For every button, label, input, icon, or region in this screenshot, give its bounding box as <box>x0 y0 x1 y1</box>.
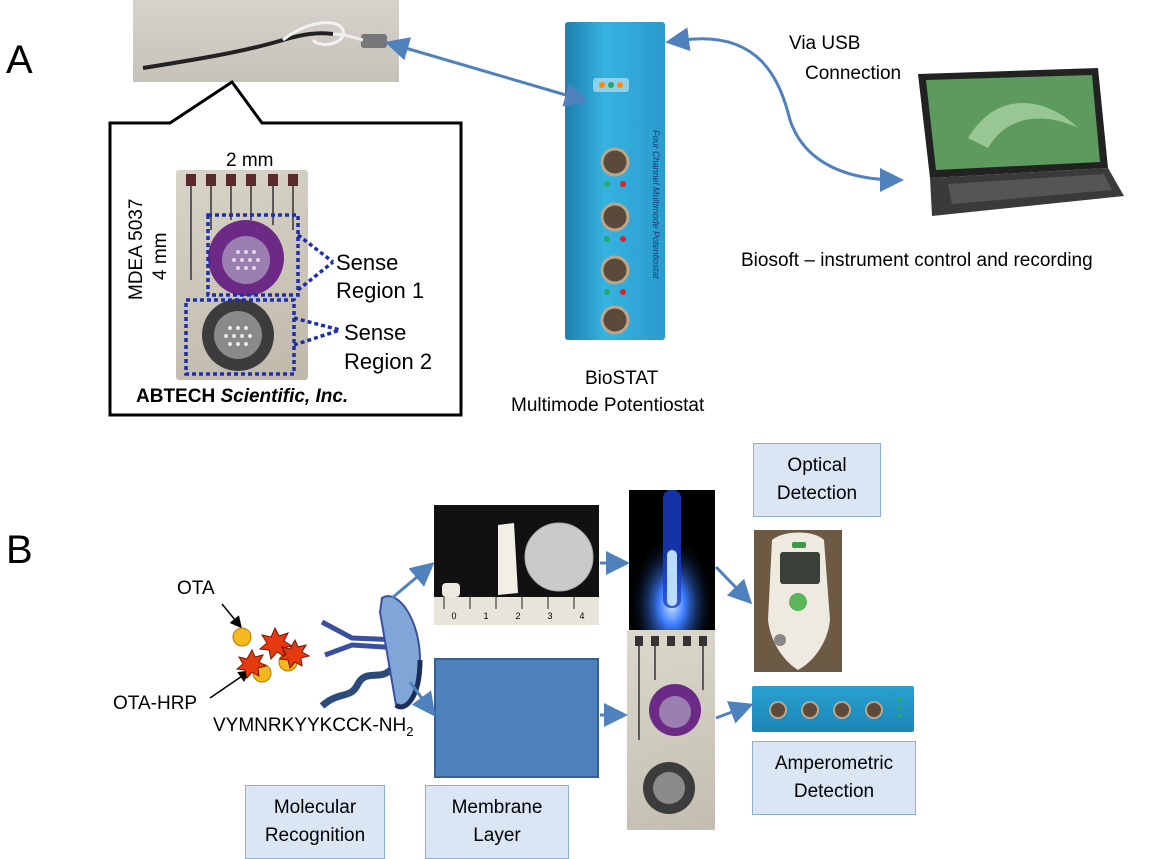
flow-arrow-to-membrane-box <box>408 681 436 717</box>
biostat-label-line1: BioSTAT <box>585 368 659 389</box>
software-caption: Biosoft – instrument control and recordi… <box>741 250 1093 271</box>
molecular-recognition-line2: Recognition <box>264 825 366 846</box>
usb-label-line2: Connection <box>805 63 902 84</box>
probe-device-arrow <box>384 37 589 107</box>
optical-detection-line2: Detection <box>776 483 858 504</box>
biostat-device-photo: Four Channel Multimode Potentiostat <box>565 22 665 340</box>
laptop-computer-photo <box>908 68 1126 216</box>
panel-b-letter: B <box>6 528 33 572</box>
amperometric-device-photo <box>752 686 914 732</box>
biostat-label-line2: Multimode Potentiostat <box>511 395 705 416</box>
ruler-tick-labels: 0 1 2 3 4 <box>438 611 598 621</box>
mdea-chip-image <box>176 170 308 380</box>
ruler-tick: 4 <box>579 611 585 621</box>
manufacturer-label: ABTECH Scientific, Inc. <box>136 386 348 409</box>
probe-cable-photo <box>133 0 399 82</box>
optical-detection-line1: Optical <box>787 455 847 477</box>
amperometric-detection-label: Amperometric Detection <box>752 741 916 815</box>
flow-arrow-to-reader <box>714 565 753 605</box>
molecular-recognition-line1: Molecular <box>273 797 357 819</box>
chip-model-label: MDEA 5037 <box>126 198 147 300</box>
usb-label-line1: Via USB <box>789 33 861 54</box>
sense-region-1-label-line2: Region 1 <box>336 278 425 303</box>
amperometric-detection-line2: Detection <box>793 781 875 802</box>
ota-hrp-label: OTA-HRP <box>113 693 198 714</box>
molecular-recognition-label: Molecular Recognition <box>245 785 385 859</box>
antibody <box>324 642 401 658</box>
amperometric-detection-line1: Amperometric <box>774 753 894 775</box>
membrane-layer-line2: Layer <box>473 825 521 846</box>
peptide-sequence: VYMNRKYYKCCK-NH <box>213 715 407 736</box>
ota-molecule <box>252 663 272 683</box>
membrane-layer-label: Membrane Layer <box>425 785 569 859</box>
flow-arrow-to-membrane-photo <box>391 562 435 600</box>
chip-height-label: 4 mm <box>150 232 171 281</box>
ota-label: OTA <box>177 578 215 599</box>
membrane-photo: 0 1 2 3 4 <box>434 505 599 625</box>
ota-molecule <box>278 652 298 672</box>
hrp-star <box>235 648 268 680</box>
ruler-tick: 1 <box>483 611 489 621</box>
ota-pointer <box>221 603 242 629</box>
ota-hrp-pointer <box>209 670 251 699</box>
optical-tube-photo <box>629 490 715 630</box>
flow-arrow-to-amperometric <box>715 701 754 724</box>
device-side-text: Four Channel Multimode Potentiostat <box>651 130 661 279</box>
ruler-tick: 0 <box>451 611 457 621</box>
sense-region-2-label-line2: Region 2 <box>344 349 433 374</box>
sensor-chip-photo <box>627 630 715 830</box>
ruler-tick: 2 <box>515 611 521 621</box>
manufacturer-italic: Scientific, Inc. <box>220 386 349 407</box>
membrane-disk <box>378 595 422 708</box>
panel-a-letter: A <box>6 38 33 82</box>
chip-width-label: 2 mm <box>226 150 274 171</box>
antibody <box>320 619 401 643</box>
manufacturer-bold: ABTECH <box>136 386 216 407</box>
hrp-star <box>278 638 311 670</box>
peptide-chain <box>319 658 419 709</box>
handheld-reader-photo <box>754 530 842 672</box>
optical-detection-label: Optical Detection <box>753 443 881 517</box>
membrane-layer-box <box>434 658 599 778</box>
membrane-layer-line1: Membrane <box>451 797 543 819</box>
usb-link-arrow <box>665 27 904 192</box>
peptide-subscript: 2 <box>406 723 414 739</box>
sense-region-1-label-line1: Sense <box>336 250 399 275</box>
ota-molecule <box>232 627 252 647</box>
peptide-label: VYMNRKYYKCCK-NH2 <box>213 715 413 739</box>
sense-region-2-label-line1: Sense <box>344 320 407 345</box>
hrp-star <box>258 626 294 661</box>
ruler-tick: 3 <box>547 611 553 621</box>
